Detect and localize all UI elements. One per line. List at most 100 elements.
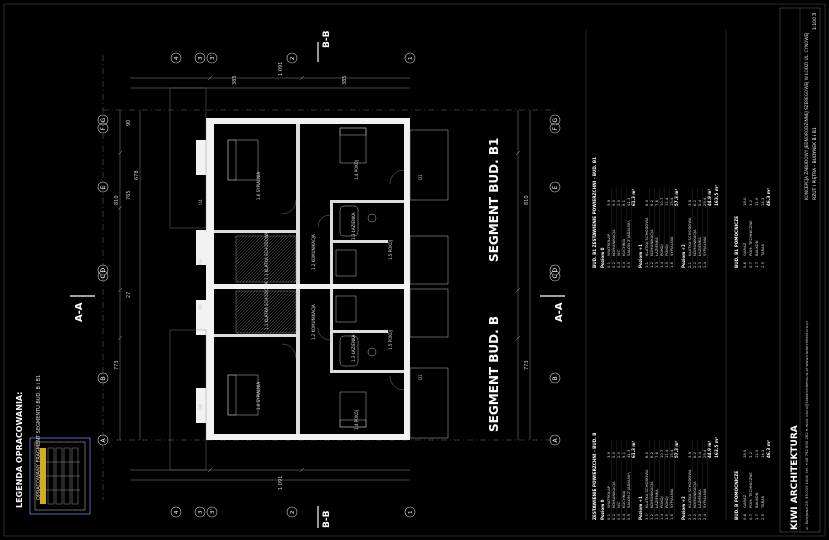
table-b1-title: BUD. B1 ZESTAWIENIE POWIERZCHNI - BUD. B… bbox=[592, 157, 597, 268]
grid-bubble-0-top: 4 bbox=[170, 52, 182, 64]
scale-label: 1:100 bbox=[812, 17, 818, 30]
table-b1-row-area: 5.4 bbox=[697, 199, 702, 206]
room-b-pokoj-2: 1.5 POKÓJ bbox=[388, 330, 393, 350]
svg-text:O3: O3 bbox=[198, 259, 203, 265]
table-b-heading-0: Poziom 0 bbox=[600, 499, 605, 520]
room-b-klatka: 1.1 KLATKA SCHODOWA bbox=[264, 282, 269, 330]
table-b-row-no: 1.5 bbox=[664, 513, 669, 520]
dim-side-7: 773 bbox=[524, 360, 530, 370]
table-b1-aux-row-area: 18.0 bbox=[742, 197, 747, 206]
legend-title: LEGENDA OPRACOWANIA: bbox=[15, 392, 24, 508]
table-b-row-name: ŁAZIENKA bbox=[654, 489, 659, 509]
table-b-row-area: 3.9 bbox=[606, 451, 611, 458]
section-aa-right-label: A-A bbox=[554, 302, 565, 322]
grid-letter-a: A bbox=[552, 438, 559, 443]
grid-letter-c: C bbox=[100, 274, 107, 278]
table-b-row-no: 1.6 bbox=[669, 513, 674, 520]
table-b-row-name: KOMUNIKACJA bbox=[649, 481, 654, 508]
table-b-row-area: 6.2 bbox=[692, 451, 697, 458]
grid-bubble-1-top: 3 bbox=[194, 52, 206, 64]
table-b-row-no: 1.1 bbox=[644, 513, 649, 520]
table-b-aux-row-area: 18.0 bbox=[742, 449, 747, 458]
table-b1-aux-row-name: POM. TECHNICZNE bbox=[748, 220, 753, 256]
room-labels-b: 1.6 SYPIALNIA 1.1 KLATKA SCHODOWA 1.2 KO… bbox=[256, 282, 393, 430]
table-b-row-area: 9.1 bbox=[621, 451, 626, 458]
table-b1-row-no: 0.4 bbox=[621, 261, 626, 268]
section-bb-top: B-B bbox=[317, 30, 332, 62]
grid-bubble-g-right: G bbox=[549, 114, 561, 126]
grid-bubble-c-right: C bbox=[549, 270, 561, 282]
section-bb-bottom-label: B-B bbox=[322, 510, 332, 528]
grid-letter-e: E bbox=[100, 186, 107, 190]
table-b-row-no: 0.2 bbox=[611, 513, 616, 520]
table-b-row-name: KOMUNIKACJA bbox=[692, 481, 697, 508]
dim-side-2: 810 bbox=[114, 195, 120, 205]
room-b-pokoj-1: 1.4 POKÓJ bbox=[354, 410, 359, 430]
table-b1-aux-row-no: 0.6 bbox=[742, 261, 747, 268]
table-b1-row-name: ŁAZIENKA bbox=[654, 237, 659, 257]
table-b1-heading-2: Poziom +2 bbox=[681, 244, 686, 268]
grid-bubble-0-bottom: 4 bbox=[170, 506, 182, 518]
drawing-title: RZUT I PIĘTRA - BUDYNEK B i B1 bbox=[812, 127, 818, 200]
table-b-aux-row-name: GARAŻ bbox=[742, 494, 747, 508]
grid-letter-b: B bbox=[552, 376, 559, 380]
room-b-komunikacja: 1.2 KOMUNIKACJA bbox=[311, 304, 316, 340]
table-b-aux-row-area: 11.0 bbox=[754, 449, 759, 458]
grid-bubble-c-left: C bbox=[97, 270, 109, 282]
table-b1-row-name: ŁAZIENKA bbox=[697, 237, 702, 257]
table-b1-row-no: 2.4 bbox=[702, 261, 707, 268]
table-b1-row-area: 11.4 bbox=[664, 197, 669, 206]
table-b-aux-row-no: 2.5 bbox=[760, 513, 765, 520]
table-b-row-name: POKÓJ bbox=[659, 496, 664, 508]
section-aa-right: A-A bbox=[540, 295, 565, 322]
table-b1-row-name: KLATKA SCHODOWA bbox=[644, 217, 649, 256]
table-b1-row: 1.1 KLATKA SCHODOWA 6.0 bbox=[644, 188, 650, 268]
table-b1-row-area: 15.4 bbox=[669, 197, 674, 206]
table-b1-row-no: 1.1 bbox=[644, 261, 649, 268]
table-b-row-area: 11.4 bbox=[664, 449, 669, 458]
grid-number-1: 3 bbox=[198, 510, 204, 514]
table-b1-row-name: WC bbox=[616, 249, 621, 256]
table-b1-heading-0: Poziom 0 bbox=[600, 247, 605, 268]
grid-bubble-e-left: E bbox=[97, 181, 109, 193]
svg-text:O4: O4 bbox=[198, 404, 203, 410]
table-b1-row-area: 5.0 bbox=[611, 199, 616, 206]
table-b-row-name: SYPIALNIA bbox=[669, 488, 674, 508]
table-b1-subtotal-1: 57.3 m² bbox=[674, 189, 679, 206]
floor-plan: O4 O3 O3 O4 D1 D1 1.6 SYPIALNIA 1.1 KLAT… bbox=[169, 87, 449, 471]
table-b-heading-1: Poziom +1 bbox=[638, 496, 643, 520]
table-b1-row-area: 6.0 bbox=[644, 199, 649, 206]
table-b1-row-area: 9.1 bbox=[621, 199, 626, 206]
table-b-row-no: 2.2 bbox=[692, 513, 697, 520]
table-b-aux-title: BUD. B POMOCNICZE bbox=[734, 471, 739, 520]
section-aa-left: A-A bbox=[70, 295, 95, 322]
table-b1-row-name: KLATKA SCHODOWA bbox=[687, 217, 692, 256]
legend-note: OPRACOWANY FRAGMENT SEGMENTU BUD. B i B1 bbox=[36, 375, 42, 500]
dim-top-2: 385 bbox=[342, 75, 348, 85]
grid-bubble-b-left: B bbox=[97, 372, 109, 384]
table-b-row-name: ŁAZIENKA bbox=[697, 489, 702, 509]
table-b1-subtotal-0: 61.3 m² bbox=[631, 189, 636, 206]
table-b-row-area: 6.0 bbox=[644, 451, 649, 458]
table-b-row-area: 5.0 bbox=[611, 451, 616, 458]
table-b1-aux-row-name: BALKON bbox=[754, 240, 759, 256]
grid-number-4: 1 bbox=[408, 511, 414, 515]
dim-top-1: 385 bbox=[232, 75, 238, 85]
table-b-row-area: 3.9 bbox=[687, 451, 692, 458]
table-b1-row-area: 7.6 bbox=[654, 199, 659, 206]
firm-address: ul. Kolejowa 28, 95-015 Łódź, tel. +48 7… bbox=[804, 321, 809, 530]
table-b-row-no: 2.3 bbox=[697, 513, 702, 520]
